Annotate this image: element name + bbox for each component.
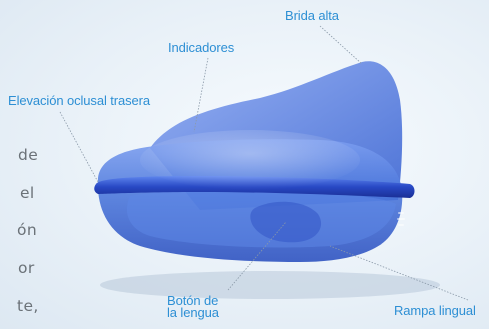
label-indicadores: Indicadores	[168, 40, 235, 55]
leader-lines	[59, 25, 469, 301]
leader-elevacion	[59, 111, 99, 183]
text-fragment-3: ón	[17, 221, 38, 239]
text-fragment-2: el	[20, 184, 35, 202]
label-brida-alta: Brida alta	[285, 8, 339, 23]
tongue-button	[250, 201, 322, 243]
label-rampa-lingual: Rampa lingual	[394, 303, 476, 318]
label-elevacion-oclusal-trasera: Elevación oclusal trasera	[8, 93, 151, 108]
leader-rampa	[329, 245, 469, 301]
label-boton-de-la-lengua: Botón de la lengua	[167, 293, 219, 320]
label-boton-line2: la lengua	[167, 305, 219, 320]
text-fragment-4: or	[18, 259, 35, 277]
leader-indicadores	[193, 57, 209, 133]
side-marking	[397, 212, 405, 226]
text-fragment-5: te,	[17, 297, 39, 315]
leader-brida-alta	[319, 25, 363, 65]
device-shadow	[100, 271, 440, 299]
highlight-glow	[140, 130, 360, 190]
label-boton-line1: Botón de	[167, 293, 219, 308]
text-fragment-1: de	[18, 146, 39, 164]
